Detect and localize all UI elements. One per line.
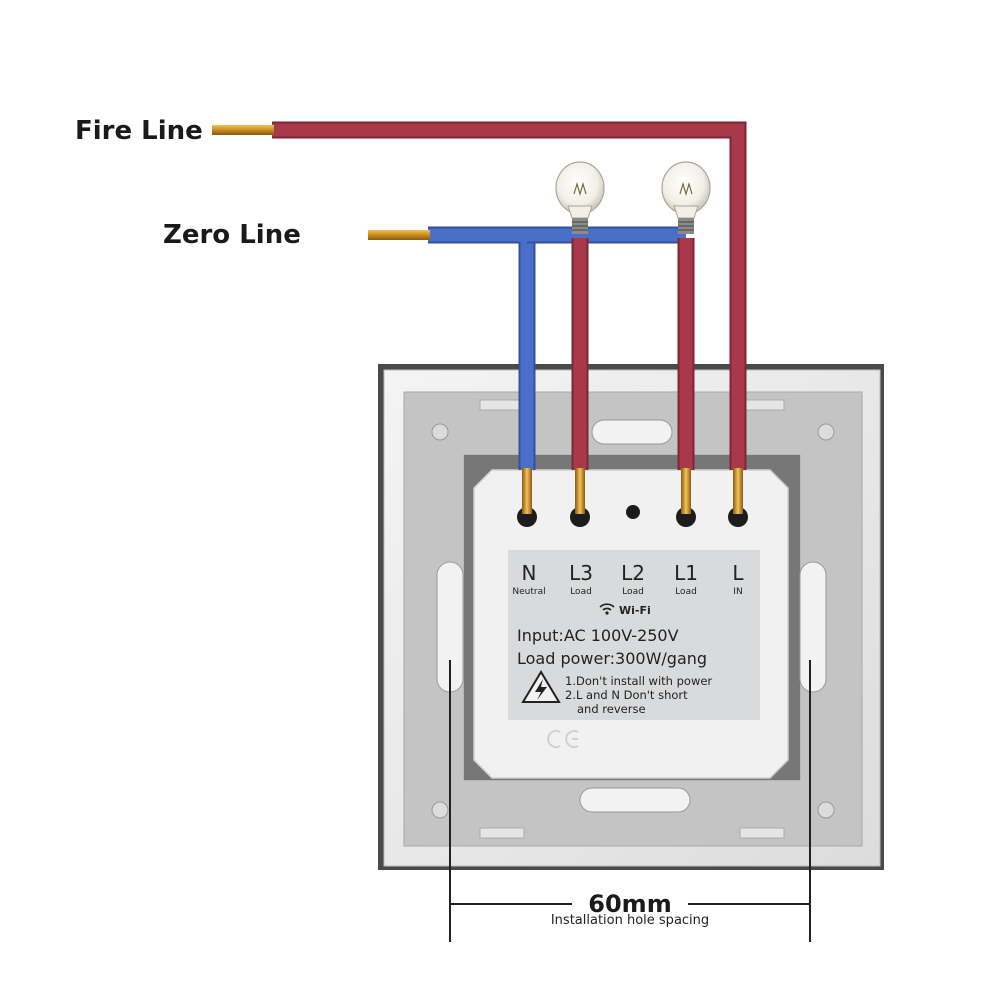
clip-bottom-right xyxy=(739,827,785,839)
smart-switch-module: N Neutral L3 Load L2 Load L1 Load L IN W… xyxy=(473,469,789,779)
fire-line-copper-tip xyxy=(212,125,274,135)
mount-slot-top xyxy=(591,419,673,445)
mount-slot-bottom xyxy=(579,787,691,813)
terminal-label-l2: L2 xyxy=(621,561,645,585)
fire-line-label: Fire Line xyxy=(75,116,203,146)
zero-line-label: Zero Line xyxy=(163,220,301,250)
input-spec: Input:AC 100V-250V xyxy=(517,626,679,645)
terminal-sub-l3: Load xyxy=(570,587,592,597)
screw-hole-tr xyxy=(817,423,835,441)
screw-hole-bl xyxy=(431,801,449,819)
dimension-caption: Installation hole spacing xyxy=(551,913,709,928)
terminal-sub-l1: Load xyxy=(675,587,697,597)
warning-line-1: 1.Don't install with power xyxy=(565,674,712,688)
bulb-icon xyxy=(555,161,605,234)
screw-hole-tl xyxy=(431,423,449,441)
terminal-hole-mid xyxy=(626,505,640,519)
terminal-label-l: L xyxy=(732,561,744,585)
terminal-sub-l: IN xyxy=(733,587,742,597)
clip-top-right xyxy=(739,399,785,411)
terminal-label-l1: L1 xyxy=(674,561,698,585)
warning-icon xyxy=(521,670,561,703)
zero-line-copper-tip xyxy=(368,230,430,240)
copper-end-l3 xyxy=(575,468,585,514)
terminal-label-l3: L3 xyxy=(569,561,593,585)
fire-line-wire xyxy=(212,121,747,470)
zero-line-wire xyxy=(368,226,686,470)
wires xyxy=(212,121,747,514)
copper-end-n xyxy=(522,468,532,514)
screw-hole-br xyxy=(817,801,835,819)
wifi-icon xyxy=(599,603,615,615)
clip-bottom-left xyxy=(479,827,525,839)
ce-mark-icon xyxy=(547,730,579,748)
warning-line-3: and reverse xyxy=(577,702,646,716)
dimension-annotation: 60mm Installation hole spacing xyxy=(449,660,811,942)
bulb-icon xyxy=(661,161,711,234)
copper-end-l xyxy=(733,468,743,514)
warning-line-2: 2.L and N Don't short xyxy=(565,688,688,702)
clip-top-left xyxy=(479,399,525,411)
load-power-spec: Load power:300W/gang xyxy=(517,649,707,668)
mount-slot-right xyxy=(799,561,827,693)
dimension-value: 60mm xyxy=(588,890,671,918)
terminal-label-n: N xyxy=(522,561,537,585)
terminal-sub-l2: Load xyxy=(622,587,644,597)
copper-end-l1 xyxy=(681,468,691,514)
wifi-label: Wi-Fi xyxy=(619,604,651,617)
terminal-sub-n: Neutral xyxy=(512,587,545,597)
